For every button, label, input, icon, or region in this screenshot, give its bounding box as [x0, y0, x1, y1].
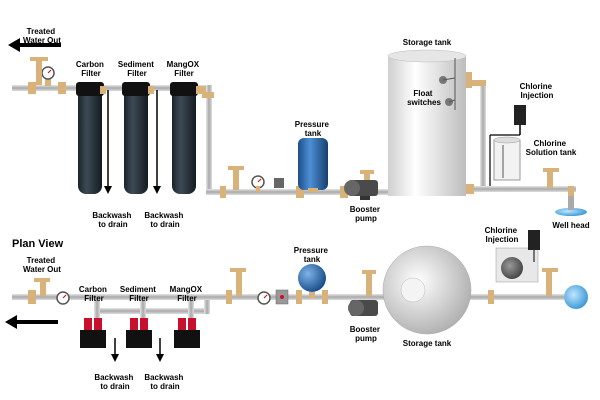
pipe-inlet-to-tank [480, 86, 486, 192]
plan-chlorine-injection-label: Chlorine Injection [485, 226, 520, 244]
storage-tank-label: Storage tank [403, 38, 452, 47]
outlet-pipe [12, 85, 212, 91]
mangox-filter [170, 82, 198, 194]
plan-sediment-filter [126, 318, 164, 362]
plan-storage-tank-label: Storage tank [403, 339, 452, 348]
plan-booster-pump [348, 300, 378, 316]
plan-mangox-filter-label: MangOX Filter [170, 285, 205, 303]
booster-pump-label: Booster pump [350, 205, 382, 223]
plan-treated-water-out-arrow [5, 315, 58, 329]
booster-pump [344, 180, 378, 200]
sediment-filter-label: Sediment Filter [118, 60, 156, 78]
plan-sediment-filter-label: Sediment Filter [120, 285, 158, 303]
float-switches-label: Float switches [407, 89, 441, 107]
chlorine-solution-tank-label: Chlorine Solution tank [526, 139, 577, 157]
plan-filter-bypass-pipe [100, 308, 210, 314]
pipe-well-line [466, 186, 576, 192]
chlorine-solution-tank [493, 136, 521, 181]
plan-treated-water-out-label: Treated Water Out [23, 256, 61, 274]
well-head-label: Well head [552, 221, 589, 230]
carbon-filter-label: Carbon Filter [76, 60, 106, 78]
plan-bottom-fittings [226, 268, 558, 305]
pressure-tank-label: Pressure tank [295, 120, 331, 138]
pressure-tank [298, 138, 328, 192]
plan-view-title: Plan View [12, 238, 64, 250]
pipe-riser-mangox [206, 85, 212, 195]
plan-carbon-filter [80, 318, 119, 362]
outlet-valve [28, 57, 66, 94]
chlorine-injection [489, 105, 526, 186]
backwash-2-label: Backwash to drain [144, 211, 185, 229]
plan-carbon-filter-label: Carbon Filter [79, 285, 109, 303]
plan-mangox-filter [174, 318, 200, 348]
plan-outlet-fittings [28, 278, 70, 305]
treated-water-out-label: Treated Water Out [23, 27, 61, 45]
mangox-filter-label: MangOX Filter [167, 60, 202, 78]
plan-well-head [564, 285, 588, 309]
plan-booster-pump-label: Booster pump [350, 325, 382, 343]
treated-water-out-arrow [8, 38, 61, 52]
plan-chlorine-injection [495, 230, 540, 283]
well-head [555, 196, 587, 216]
plan-pressure-tank-label: Pressure tank [294, 246, 330, 264]
carbon-filter [76, 82, 112, 194]
plan-backwash-1-label: Backwash to drain [94, 373, 135, 391]
sediment-filter [122, 82, 161, 194]
plan-backwash-2-label: Backwash to drain [144, 373, 185, 391]
plan-pressure-tank [298, 264, 326, 298]
storage-tank [387, 49, 467, 196]
plan-storage-tank [382, 245, 472, 335]
backwash-1-label: Backwash to drain [92, 211, 133, 229]
chlorine-injection-label: Chlorine Injection [520, 82, 555, 100]
